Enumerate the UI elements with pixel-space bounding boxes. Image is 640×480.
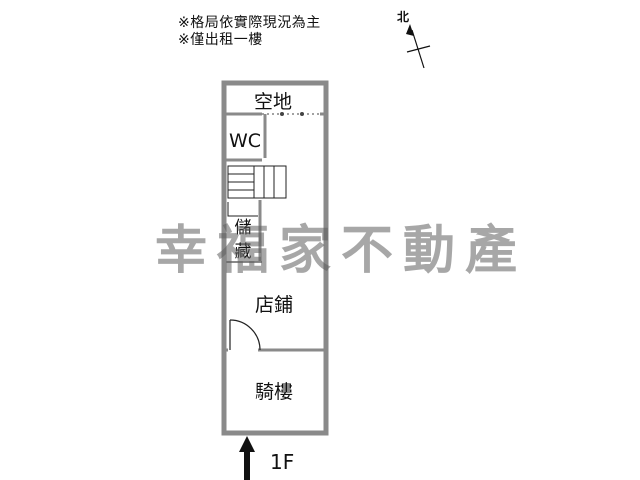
note-layout: ※格局依實際現況為主 [178, 15, 321, 31]
outer-wall [221, 80, 329, 436]
room-wc: WC [229, 130, 262, 152]
room-yard: 空地 [254, 91, 293, 113]
floor-label: 1F [270, 450, 295, 474]
note-rent: ※僅出租一樓 [178, 32, 263, 48]
room-arcade: 騎樓 [255, 381, 294, 403]
north-label: 北 [397, 10, 410, 24]
entrance-arrow-icon [239, 436, 255, 480]
staircase [227, 165, 287, 217]
room-shop: 店鋪 [255, 294, 294, 316]
watermark: 幸福家不動產 [155, 221, 528, 281]
shop-door [229, 319, 261, 351]
room-storage: 儲藏 [234, 218, 252, 262]
north-arrow-icon [406, 24, 431, 69]
